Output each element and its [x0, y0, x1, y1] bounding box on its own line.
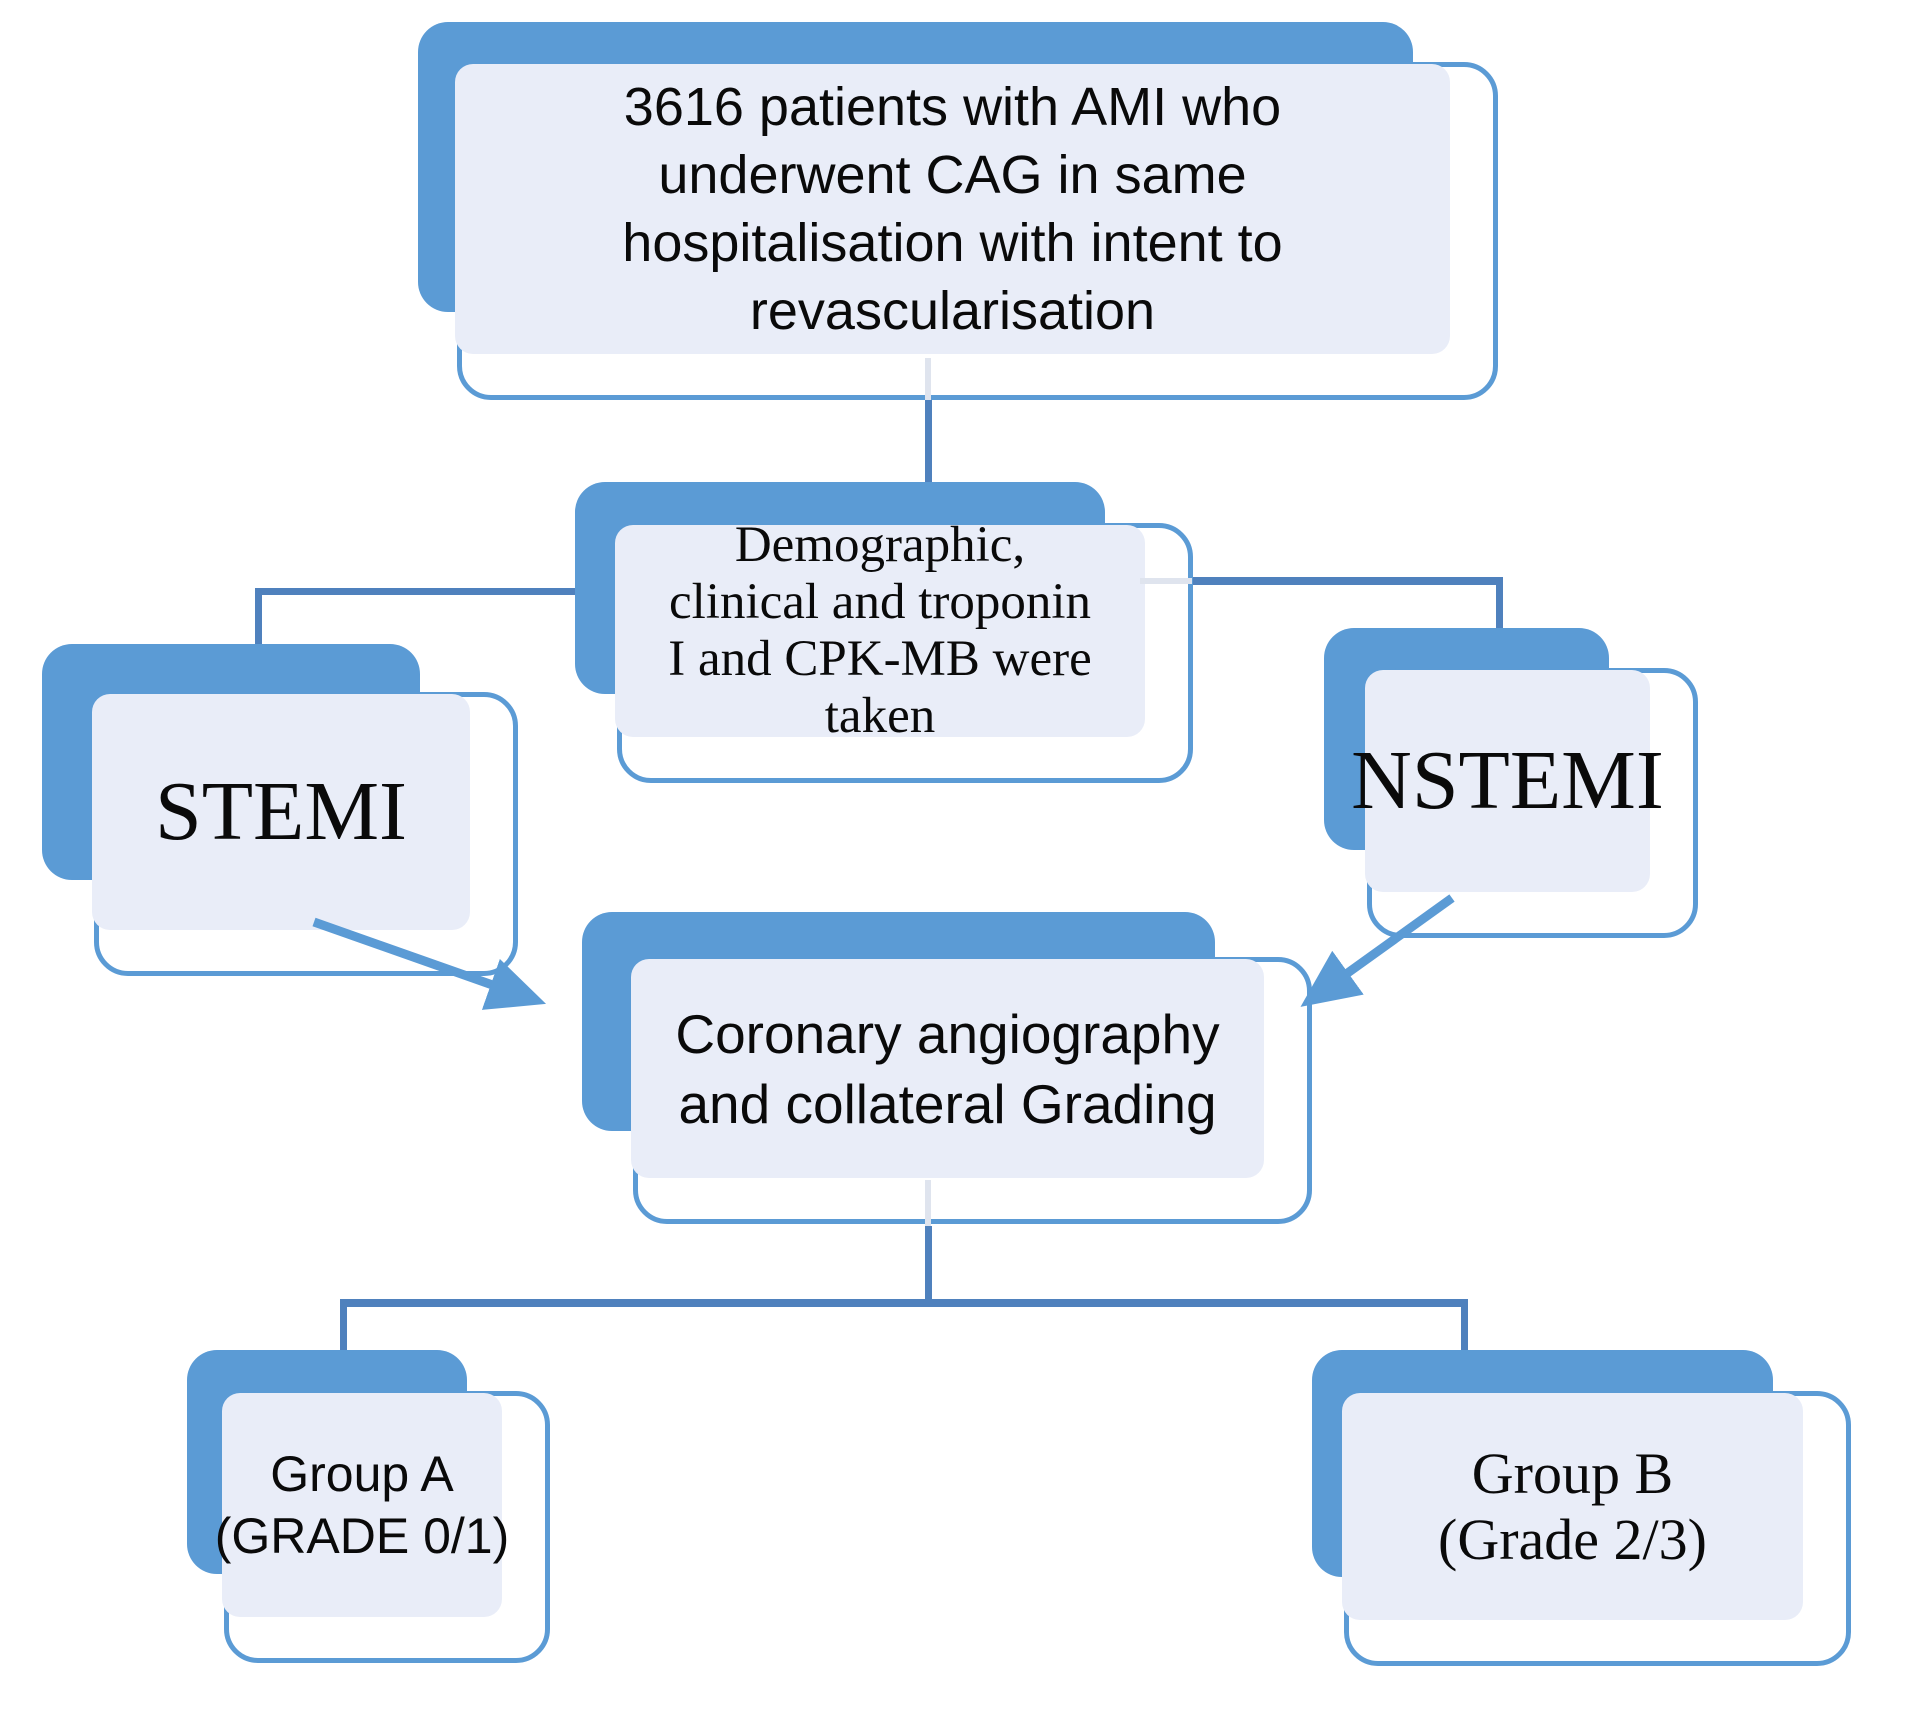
connector-group-a-drop — [340, 1299, 347, 1351]
connector-demographics-nstemi-horizontal — [1192, 577, 1503, 585]
connector-groups-horizontal — [340, 1299, 1468, 1307]
connector-group-b-drop — [1461, 1299, 1468, 1351]
node-group-a-line: (GRADE 0/1) — [214, 1508, 510, 1564]
node-nstemi-line: NSTEMI — [1351, 734, 1664, 827]
node-patients-line: hospitalisation with intent to — [622, 213, 1283, 273]
node-group-b: Group B (Grade 2/3) — [1312, 1350, 1851, 1666]
node-stemi: STEMI — [42, 644, 518, 976]
node-stemi-fill: STEMI — [92, 694, 470, 930]
node-group-b-line: Group B — [1471, 1440, 1674, 1506]
node-demographics-line: I and CPK-MB were — [668, 631, 1092, 687]
connector-cag-stem — [925, 1226, 932, 1306]
node-stemi-line: STEMI — [155, 765, 407, 858]
node-patients-line: 3616 patients with AMI who — [623, 77, 1282, 137]
node-demographics-fill: Demographic, clinical and troponin I and… — [615, 517, 1145, 744]
node-patients-fill: 3616 patients with AMI who underwent CAG… — [455, 64, 1450, 354]
node-cag: Coronary angiography and collateral Grad… — [582, 912, 1312, 1224]
node-group-b-fill: Group B (Grade 2/3) — [1342, 1393, 1803, 1620]
node-demographics: Demographic, clinical and troponin I and… — [575, 482, 1193, 783]
node-patients-line: revascularisation — [749, 281, 1156, 341]
node-cag-fill: Coronary angiography and collateral Grad… — [631, 959, 1264, 1178]
node-demographics-line: taken — [824, 688, 936, 744]
connector-demographics-stemi-horizontal — [255, 588, 620, 595]
node-patients-line: underwent CAG in same — [658, 145, 1247, 205]
node-demographics-line: clinical and troponin — [668, 574, 1092, 630]
connector-demographics-stemi-vertical — [255, 588, 262, 646]
node-nstemi-fill: NSTEMI — [1351, 670, 1664, 892]
connector-cag-stub-faint — [925, 1180, 931, 1226]
node-cag-line: Coronary angiography — [675, 1002, 1220, 1065]
connector-nstemi-stub-faint — [1140, 578, 1192, 584]
node-cag-line: and collateral Grading — [678, 1072, 1217, 1135]
node-demographics-line: Demographic, — [734, 517, 1026, 573]
node-group-a-line: Group A — [270, 1446, 454, 1502]
node-group-a: Group A (GRADE 0/1) — [187, 1350, 550, 1663]
connector-patients-demographics — [925, 400, 932, 484]
connector-patients-stub-faint — [925, 358, 931, 400]
node-patients: 3616 patients with AMI who underwent CAG… — [418, 22, 1498, 400]
node-group-a-fill: Group A (GRADE 0/1) — [215, 1393, 509, 1617]
connector-demographics-nstemi-vertical — [1496, 577, 1503, 632]
node-group-b-line: (Grade 2/3) — [1438, 1506, 1707, 1572]
node-nstemi: NSTEMI — [1324, 628, 1698, 938]
